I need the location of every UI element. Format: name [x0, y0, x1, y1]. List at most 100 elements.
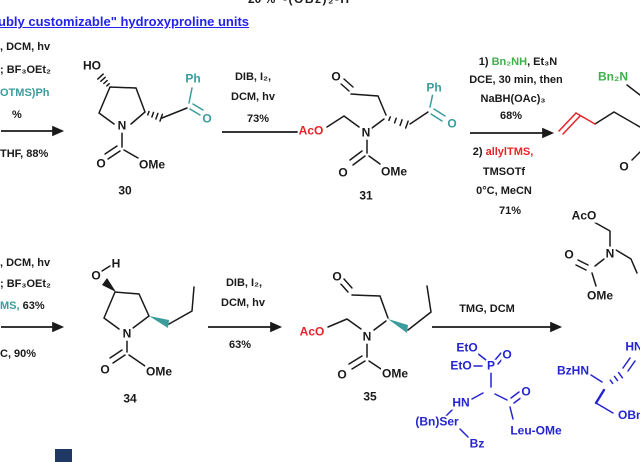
- atom-ome-30: OMe: [137, 157, 167, 172]
- left-arrow-row1: [1, 125, 65, 137]
- atom-n-31: N: [360, 125, 372, 140]
- atom-carbamate-o-31: O: [337, 165, 349, 180]
- arrow-2: [470, 127, 555, 139]
- arrow2-step1-rest: , Et₃N: [527, 56, 558, 68]
- atom-ketone-o-31: O: [446, 116, 458, 131]
- atom-n-30: N: [116, 118, 128, 133]
- arrow4-reagent-line1: TMG, DCM: [459, 303, 515, 315]
- arrow2-line3: NaBH(OAc)₃: [480, 93, 546, 105]
- atom-n-35: N: [361, 329, 373, 344]
- wedge-propyl-35: [388, 319, 408, 333]
- row2-left-reagent-line1: , DCM, hv: [0, 257, 51, 269]
- bonds-phosphonate: [445, 352, 523, 438]
- row2-left-reagent-line3-yield: 63%: [19, 300, 45, 312]
- wedge-oh-34: [102, 278, 116, 292]
- atom-bnser: (Bn)Ser: [414, 414, 460, 429]
- row2-left-reagent-line3: MS, 63%: [0, 300, 45, 312]
- clipped-top-text-right: -(OBz)₂-H: [283, 0, 350, 6]
- bonds-product-partial: [594, 84, 640, 161]
- title-link[interactable]: ubly customizable" hydroxyproline units: [0, 14, 250, 29]
- atom-hn-phosphonate: HN: [451, 395, 471, 410]
- atom-n-right-partial: N: [604, 246, 616, 261]
- left-arrow-row2: [1, 321, 65, 333]
- atom-eto-left: EtO: [449, 358, 473, 373]
- row2-left-reagent-line3-teal: MS,: [0, 300, 20, 312]
- atom-ome-31: OMe: [379, 164, 409, 179]
- atom-ph-31: Ph: [425, 80, 443, 95]
- atom-aco-right-partial: AcO: [570, 208, 598, 223]
- bonds-compound-35: [327, 278, 432, 370]
- atom-obn: OBn: [618, 408, 640, 422]
- arrow2-step2-reagent: allylTMS,: [485, 146, 534, 158]
- arrow3-yield: 63%: [228, 339, 252, 351]
- clipped-ui-fragment: [55, 449, 72, 462]
- atom-ph-30: Ph: [184, 71, 202, 86]
- atom-n-34: N: [121, 326, 133, 341]
- atom-p-o: O: [501, 347, 513, 362]
- atom-aldehyde-o-31: O: [330, 69, 342, 84]
- row1-left-reagent-line3: OTMS)Ph: [0, 87, 50, 99]
- arrow-4: [432, 321, 563, 333]
- arrow2-step2: 2) allylTMS,: [473, 146, 534, 158]
- row1-left-reagent-line4: %: [12, 109, 22, 121]
- arrow-3: [208, 321, 283, 333]
- atom-carbamate-o-30: O: [95, 156, 107, 171]
- atom-ho-30: HO: [82, 58, 102, 73]
- arrow2-step2-prefix: 2): [472, 146, 486, 158]
- atom-o-right-partial: O: [563, 247, 575, 262]
- atom-aco-31: AcO: [297, 123, 325, 138]
- atom-bzhn: BzHN: [556, 363, 590, 378]
- bonds-compound-31-teal: [429, 92, 446, 122]
- row1-left-reagent-line1: , DCM, hv: [0, 41, 51, 53]
- arrow2-yield2: 71%: [498, 205, 522, 217]
- row2-left-reagent-below: C, 90%: [0, 348, 37, 360]
- arrow3-reagent-line2: DCM, hv: [221, 297, 265, 309]
- atom-ome-35: OMe: [380, 366, 410, 381]
- wedge-propyl-34: [149, 316, 169, 328]
- arrow2-line2: DCE, 30 min, then: [469, 74, 563, 86]
- atom-ome-34: OMe: [144, 364, 174, 379]
- bonds-compound-30: [97, 73, 188, 160]
- arrow3-reagent-line1: DIB, I₂,: [225, 277, 263, 289]
- row2-left-reagent-line2: ; BF₃OEt₂: [0, 278, 51, 290]
- arrow1-reagent-line1: DIB, I₂,: [234, 71, 272, 83]
- arrow1-reagent-line2: DCM, hv: [231, 91, 275, 103]
- arrow2-line7: 0°C, MeCN: [476, 185, 532, 197]
- arrow2-step1-amine: Bn₂NH: [491, 56, 528, 68]
- atom-carbonyl-o-phosphonate: O: [520, 384, 532, 399]
- compound-number-34: 34: [122, 391, 138, 406]
- arrow2-yield1: 68%: [499, 110, 523, 122]
- atom-hn-amide: HN: [624, 341, 640, 354]
- atom-leu-ome: Leu-OMe: [509, 423, 563, 438]
- atom-ketone-o-30: O: [201, 111, 213, 126]
- atom-carbamate-o-35: O: [336, 367, 348, 382]
- atom-aco-35: AcO: [298, 324, 326, 339]
- clipped-top-text-left: 20 %: [248, 0, 275, 6]
- row1-left-reagent-below: THF, 88%: [0, 148, 49, 160]
- compound-number-30: 30: [117, 183, 133, 198]
- atom-p: P: [485, 358, 497, 373]
- atom-carbamate-o-34: O: [99, 362, 111, 377]
- atom-eto-top: EtO: [455, 340, 479, 355]
- atom-ome-right-partial: OMe: [585, 288, 615, 303]
- bonds-amide-partial: [590, 357, 636, 414]
- arrow2-line6: TMSOTf: [482, 166, 526, 178]
- arrow1-yield: 73%: [246, 113, 270, 125]
- compound-number-35: 35: [362, 389, 378, 404]
- atom-aldehyde-o-35: O: [331, 269, 343, 284]
- atom-o-34: O: [90, 268, 102, 283]
- bonds-compound-34: [101, 265, 195, 367]
- atom-bz: Bz: [468, 436, 486, 451]
- bonds-compound-30-teal: [188, 87, 204, 116]
- arrow2-step1: 1) Bn₂NH, Et₃N: [479, 56, 557, 68]
- atom-h-34: H: [110, 256, 122, 271]
- compound-number-31: 31: [358, 188, 374, 203]
- row1-left-reagent-line2: ; BF₃OEt₂: [0, 64, 51, 76]
- bonds-allyl-red: [558, 112, 596, 135]
- bonds-right-partial: [575, 221, 638, 287]
- atom-o-fragment-product: O: [618, 159, 630, 174]
- bonds-compound-31: [326, 78, 429, 166]
- atom-bn2n-product: Bn₂N: [597, 69, 629, 84]
